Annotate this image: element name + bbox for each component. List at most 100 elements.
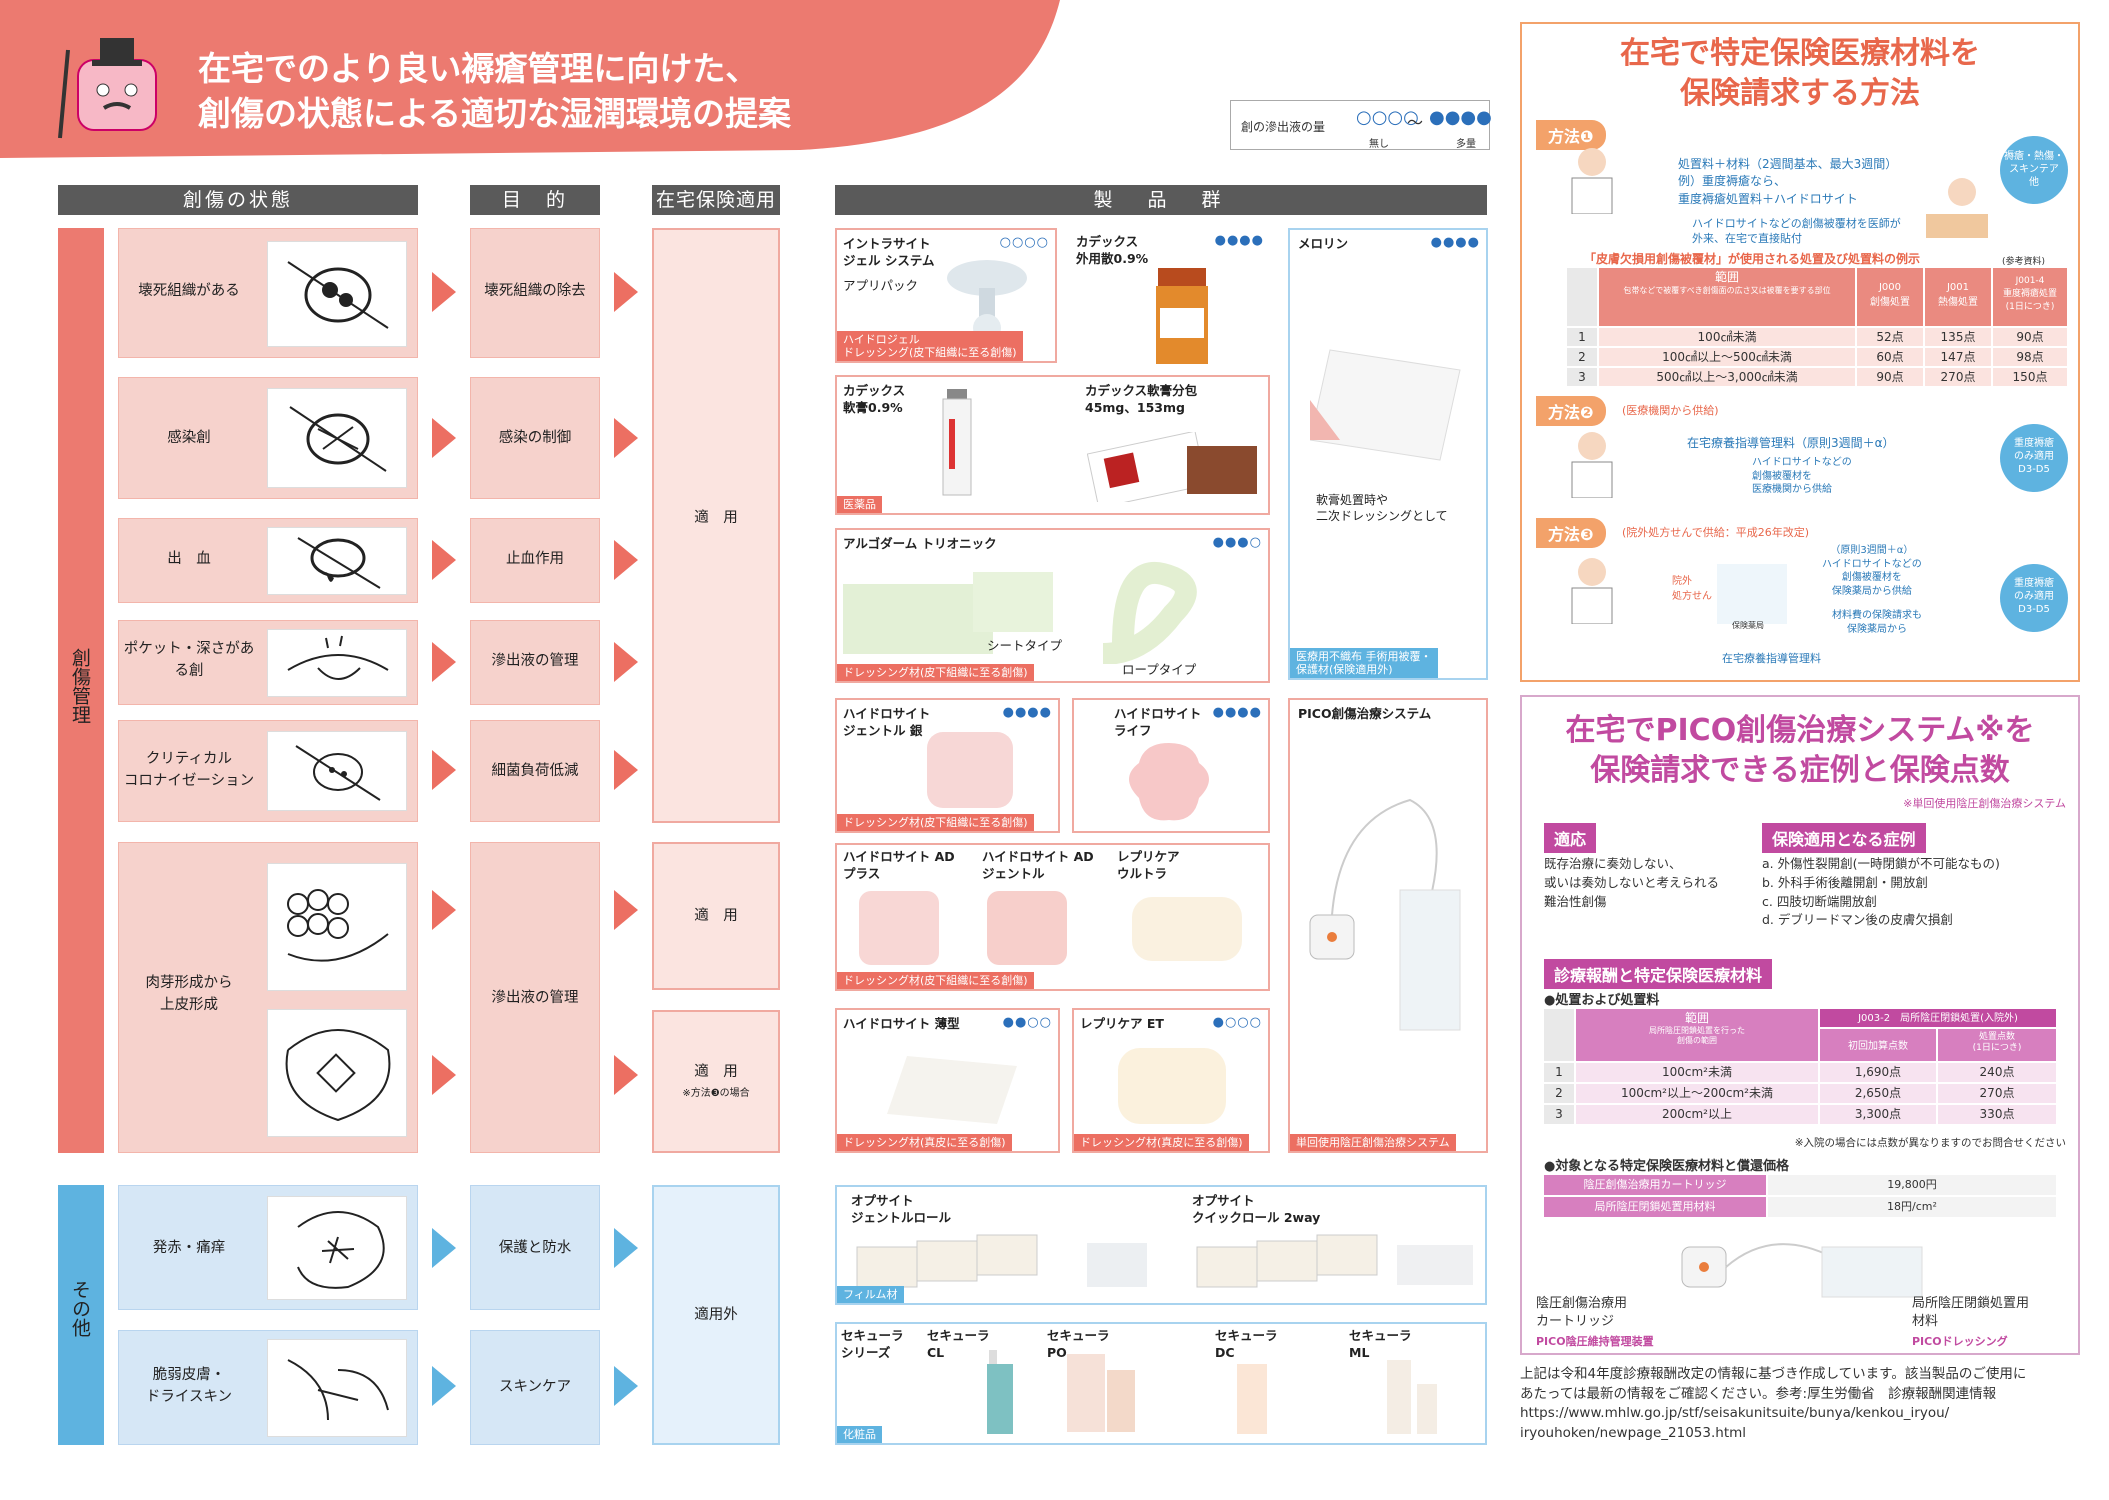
method2-note: (医療機関から供給) [1622,404,1719,417]
product-secura: セキューラ シリーズ セキューラ CL セキューラ PO セキューラ DC セキ… [835,1322,1487,1445]
insurance-label: 適 用 [694,908,738,924]
product-hydrosite-life: ハイドロサイト ライフ ●●●● [1072,698,1270,833]
product-name: オプサイト ジェントルロール [851,1193,952,1225]
footer-note: 上記は令和4年度診療報酬改定の情報に基づき作成しています。該当製品のご使用に あ… [1520,1366,2027,1441]
pharmacy-label: 保険薬局 [1732,621,1764,630]
arrow-icon [614,1055,638,1095]
product-name: PICO創傷治療システム [1298,706,1432,721]
cases-badge: 保険適用となる症例 [1762,823,1926,853]
panel-insurance-methods: 在宅で特定保険医療材料を 保険請求する方法 方法❶ 処置料＋材料（2週間基本、最… [1520,22,2080,682]
row-number: 2 [1567,348,1597,366]
product-name: セキューラ CL [927,1328,990,1360]
row-number: 3 [1567,368,1597,386]
state-row-2: 感染創 [118,377,418,499]
product-tag: 単回使用陰圧創傷治療システム [1290,1133,1456,1151]
product-name: イントラサイト ジェル システム [843,236,935,268]
method3-left: 院外 処方せん [1672,576,1712,602]
arrow-icon [614,1228,638,1268]
product-tag: ドレッシング材(皮下組織に至る創傷) [837,663,1034,681]
cases-list: a. 外傷性裂開創(一時閉鎖が不可能なもの) b. 外科手術後離開創・開放創 c… [1762,855,2000,930]
drops-icon: ●●●○ [1212,535,1262,550]
table-cell: 90点 [1857,368,1923,386]
head-sub: 局所陰圧閉鎖処置を行った 創傷の範囲 [1649,1026,1745,1045]
fee-badge: 診療報酬と特定保険医療材料 [1544,959,1773,989]
product-tag: ドレッシング材(皮下組織に至る創傷) [837,971,1034,989]
hydrocolloid-icon [1118,1048,1226,1124]
method2-sub: ハイドロサイトなどの 創傷被覆材を 医療機関から供給 [1752,457,1852,495]
exudate-legend: 創の滲出液の量 ○○○○ 〜 ●●●● 無し 多量 [1230,100,1492,150]
product-cadex-ointment: カデックス 軟膏0.9% カデックス軟膏分包 45mg、153mg 医薬品 [835,375,1270,515]
product-name: セキューラ ML [1349,1328,1412,1360]
row-number: 1 [1567,328,1597,346]
product-name: オプサイト クイックロール 2way [1192,1193,1321,1225]
arrow-icon [614,642,638,682]
table-corner [1544,1009,1574,1061]
panel1-title: 在宅で特定保険医療材料を 保険請求する方法 [1620,36,1980,111]
material-table: 陰圧創傷治療用カートリッジ 19,800円 局所陰圧閉鎖処置用材料 18円/cm… [1544,1175,2056,1219]
state-label: 発赤・痛痒 [152,1240,226,1256]
side-wound: 創傷管理 [58,228,104,1153]
table-head: J001-4 重度褥瘡処置 (1日につき) [1993,268,2067,326]
purpose-label: 滲出液の管理 [491,990,579,1006]
method1-badge: 方法❶ [1536,120,1606,150]
state-label: 出 血 [167,551,211,567]
caption-left: 陰圧創傷治療用 カートリッジ [1536,1296,1628,1329]
state-row-3: 出 血 [118,518,418,603]
case-item: b. 外科手術後離開創・開放創 [1762,874,1928,890]
table-cell: 3,300点 [1820,1105,1936,1124]
product-sub: シートタイプ [987,638,1063,653]
purpose-other-1: 保護と防水 [470,1185,600,1310]
material-price: 19,800円 [1768,1175,2056,1195]
purpose-row-5: 細菌負荷低減 [470,720,600,822]
mascot-icon [58,30,176,140]
table-cell: 240点 [1938,1063,2056,1082]
page-title: 在宅でのより良い褥瘡管理に向けた、創傷の状態による適切な湿潤環境の提案 [198,46,791,136]
tilde-icon: 〜 [1407,113,1424,132]
drops-icon: ●●●● [1212,705,1262,720]
row-number: 2 [1544,1084,1574,1103]
product-note: 軟膏処置時や 二次ドレッシングとして [1316,493,1448,524]
purpose-label: 感染の制御 [498,430,572,446]
purpose-row-1: 壊死組織の除去 [470,228,600,358]
product-sub: アプリパック [843,278,919,293]
method3-bottom: 在宅療養指導管理料 [1722,652,1821,665]
table-cell: 100cm²以上〜200cm²未満 [1576,1084,1818,1103]
product-name: セキューラ シリーズ [841,1328,904,1360]
purpose-row-6: 滲出液の管理 [470,842,600,1153]
state-other-2: 脆弱皮膚・ ドライスキン [118,1330,418,1445]
fee-sub: ●処置および処置料 [1544,993,1660,1008]
product-tag: ドレッシング材(皮下組織に至る創傷) [837,813,1034,831]
side-other-label: その他 [69,1280,91,1337]
table-corner [1567,268,1597,326]
purpose-label: 保護と防水 [498,1240,572,1256]
state-label: 感染創 [167,430,211,446]
purpose-label: 壊死組織の除去 [484,283,586,299]
table1-ref: (参考資料) [2002,257,2046,267]
case-item: d. デブリードマン後の皮膚欠損創 [1762,912,1953,928]
product-tag: 医薬品 [837,495,882,513]
arrow-icon [614,272,638,312]
product-tag: ハイドロジェル ドレッシング(皮下組織に至る創傷) [837,330,1023,361]
arrow-icon [432,540,456,580]
arrow-icon [432,890,456,930]
method2-badge: 方法❷ [1536,396,1606,426]
product-name: ハイドロサイト AD ジェントル [982,849,1094,881]
arrow-icon [432,272,456,312]
panel-pico: 在宅でPICO創傷治療システム※を 保険請求できる症例と保険点数 ※単回使用陰圧… [1520,695,2080,1355]
dry-skin-illustration [267,1339,407,1437]
table-head: J003-2 局所陰圧閉鎖処置(入院外) [1820,1009,2056,1027]
method3-sub: 材料費の保険請求も 保険薬局から [1832,610,1922,635]
title-banner [0,0,1060,158]
header-insurance: 在宅保険適用 [652,185,780,215]
product-intrasite: イントラサイト ジェル システム アプリパック ○○○○ ハイドロジェル ドレッ… [835,228,1057,363]
product-name: セキューラ DC [1215,1328,1278,1360]
table-cell: 500㎠以上〜3,000㎠未満 [1599,368,1855,386]
product-name: カデックス 外用散0.9% [1076,234,1149,266]
epithelial-illustration [267,1009,407,1137]
state-row-6: 肉芽形成から 上皮形成 [118,842,418,1153]
header-products: 製 品 群 [835,185,1487,215]
state-label: 肉芽形成から 上皮形成 [145,975,233,1013]
indication-text: 既存治療に奏効しない、 或いは奏効しないと考えられる 難治性創傷 [1544,856,1720,909]
wound-illustration [267,629,407,697]
fee-note: ※入院の場合には点数が異なりますのでお問合せください [1794,1137,2066,1149]
